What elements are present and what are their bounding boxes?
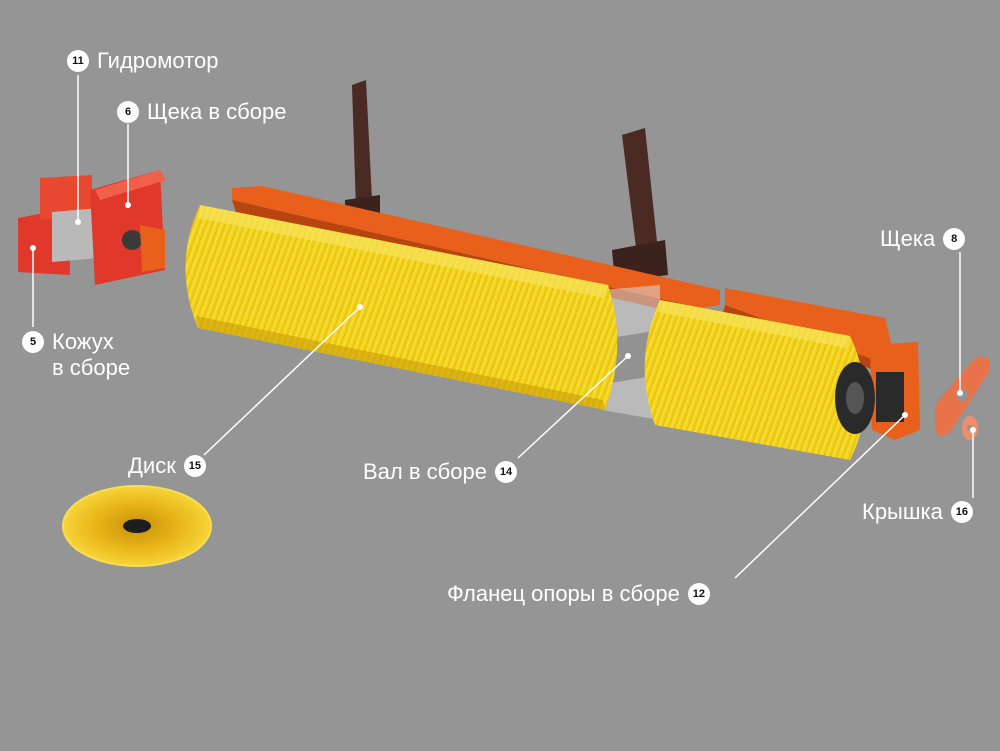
leader-dots: [30, 202, 976, 433]
part-number-badge: 6: [117, 101, 139, 123]
part-name: Крышка: [862, 499, 943, 524]
part-name: Щека в сборе: [147, 99, 287, 124]
brush-right: [644, 300, 875, 460]
leader-lines: [32, 75, 974, 579]
part-name: Вал в сборе: [363, 459, 487, 484]
label-housing-assembly: 5 Кожух в сборе: [22, 329, 130, 381]
label-shaft-assembly: Вал в сборе 14: [363, 459, 517, 485]
part-number-badge: 8: [943, 228, 966, 250]
part-number-badge: 15: [183, 455, 206, 477]
label-cheek-assembly: 6 Щека в сборе: [117, 99, 286, 125]
cover-part: [962, 416, 978, 440]
label-hydromotor: 11 Гидромотор: [67, 48, 218, 74]
part-name-line2: в сборе: [52, 355, 131, 380]
label-support-flange: Фланец опоры в сборе 12: [447, 581, 710, 607]
part-number-badge: 12: [687, 583, 710, 605]
label-cover: Крышка 16: [862, 499, 973, 525]
brush-disc: [62, 485, 212, 567]
part-name: Кожух в сборе: [52, 329, 130, 381]
part-name: Диск: [128, 453, 176, 478]
part-name: Гидромотор: [97, 48, 219, 73]
label-cheek: Щека 8: [880, 226, 966, 252]
part-number-badge: 16: [950, 501, 973, 523]
part-number-badge: 11: [67, 50, 89, 72]
part-name-line1: Кожух: [52, 329, 114, 354]
brush-left: [185, 205, 618, 410]
part-number-badge: 14: [494, 461, 517, 483]
part-name: Фланец опоры в сборе: [447, 581, 680, 606]
part-number-badge: 5: [22, 331, 44, 353]
housing-assembly: [18, 170, 166, 285]
label-disc: Диск 15: [128, 453, 206, 479]
part-name: Щека: [880, 226, 936, 251]
